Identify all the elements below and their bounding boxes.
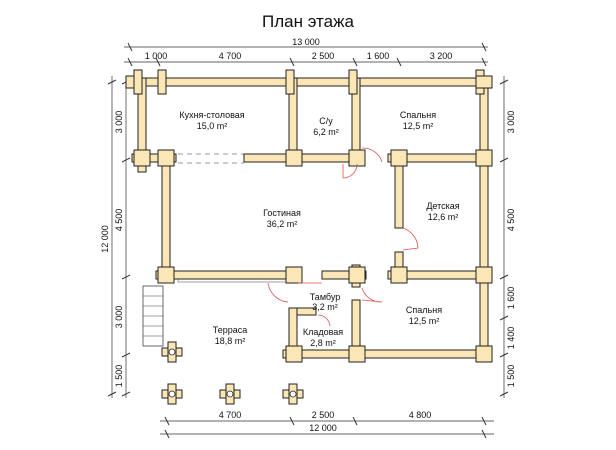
plan-title: План этажа <box>262 12 354 31</box>
top-total-label: 13 000 <box>292 37 320 47</box>
room-area: 12,6 m² <box>428 212 459 222</box>
top-dim-1: 1 000 <box>145 51 168 61</box>
top-total-dimension: 13 000 <box>124 37 488 52</box>
room-bedroom-bottom: Спальня 12,5 m² <box>406 305 442 326</box>
room-name: Гостиная <box>263 208 301 218</box>
room-area: 18,8 m² <box>215 336 246 346</box>
right-dim-1: 3 000 <box>506 111 516 134</box>
bottom-total-dimension: 12 000 <box>160 423 494 439</box>
terrace-stairs <box>142 285 164 347</box>
room-area: 12,5 m² <box>409 316 440 326</box>
left-total-label: 12 000 <box>100 225 110 253</box>
room-name: Кухня-столовая <box>179 110 244 120</box>
bottom-dim-1: 4 700 <box>219 410 242 420</box>
room-name: Терраса <box>213 325 248 335</box>
log-crosses <box>125 69 493 363</box>
room-area: 12,5 m² <box>403 121 434 131</box>
top-dimensions: 1 000 4 700 2 500 1 600 3 200 <box>124 51 488 67</box>
room-kids: Детская 12,6 m² <box>426 201 459 222</box>
room-area: 3,2 m² <box>312 302 338 312</box>
left-dim-2: 4 500 <box>114 209 124 232</box>
room-name: Спальня <box>406 305 442 315</box>
left-dimensions: 3 000 4 500 3 000 1 500 <box>114 76 131 398</box>
room-tambour: Тамбур 3,2 m² <box>310 292 341 312</box>
room-name: Спальня <box>400 110 436 120</box>
bottom-dim-2: 2 500 <box>312 410 335 420</box>
top-dim-4: 1 600 <box>367 51 390 61</box>
room-area: 6,2 m² <box>313 127 339 137</box>
room-kitchen: Кухня-столовая 15,0 m² <box>179 110 244 131</box>
room-area: 36,2 m² <box>267 219 298 229</box>
room-area: 2,8 m² <box>310 338 336 348</box>
right-dimensions: 3 000 4 500 1 600 1 400 1 500 <box>499 76 516 398</box>
room-wc: С/у 6,2 m² <box>313 116 339 137</box>
room-terrace: Терраса 18,8 m² <box>213 325 248 346</box>
room-name: Кладовая <box>303 327 343 337</box>
room-area: 15,0 m² <box>197 121 228 131</box>
left-dim-4: 1 500 <box>114 365 124 388</box>
top-dim-5: 3 200 <box>430 51 453 61</box>
bottom-total-label: 12 000 <box>309 423 337 433</box>
room-bedroom-top: Спальня 12,5 m² <box>400 110 436 131</box>
left-dim-3: 3 000 <box>114 306 124 329</box>
top-dim-2: 4 700 <box>219 51 242 61</box>
room-name: Тамбур <box>310 292 341 302</box>
room-living: Гостиная 36,2 m² <box>263 208 301 229</box>
doors <box>267 147 419 327</box>
bottom-dimensions: 4 700 2 500 4 800 <box>160 410 494 426</box>
left-dim-1: 3 000 <box>114 111 124 134</box>
top-dim-3: 2 500 <box>312 51 335 61</box>
right-dim-5: 1 500 <box>506 365 516 388</box>
bottom-dim-3: 4 800 <box>409 410 432 420</box>
right-dim-3: 1 600 <box>506 287 516 310</box>
terrace-posts <box>161 341 304 405</box>
right-dim-4: 1 400 <box>506 327 516 350</box>
left-total-dimension: 12 000 <box>100 76 117 398</box>
right-dim-2: 4 500 <box>506 209 516 232</box>
room-storage: Кладовая 2,8 m² <box>303 327 343 348</box>
room-name: Детская <box>426 201 459 211</box>
room-name: С/у <box>319 116 333 126</box>
